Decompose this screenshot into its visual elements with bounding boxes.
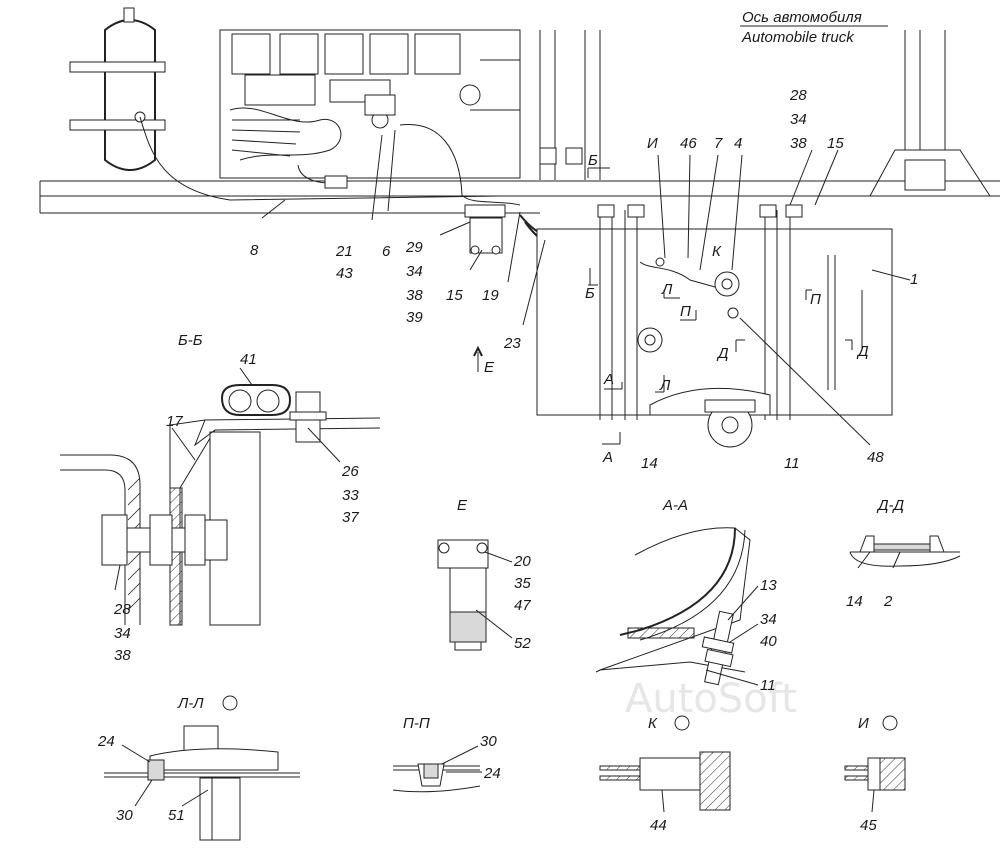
- section-bb-title: Б-Б: [178, 332, 203, 349]
- view-e-filter: Е 20 35 47 52: [437, 497, 531, 652]
- section-dd: Д-Д 14 2: [846, 497, 961, 610]
- aa-bolt-13: [701, 610, 735, 686]
- section-mark-L1: Л: [661, 281, 673, 298]
- aa-callout-40: 40: [760, 633, 777, 650]
- cable-8: [139, 116, 501, 201]
- callout-34: 34: [406, 263, 423, 280]
- callout-15-top: 15: [827, 135, 844, 152]
- section-ll: Л-Л 24 30 51: [97, 695, 300, 841]
- dd-callout-2: 2: [883, 593, 893, 610]
- callout-7: 7: [714, 135, 723, 152]
- section-i: И 45: [844, 715, 906, 834]
- e-callout-35: 35: [514, 575, 531, 592]
- view-e-title: Е: [457, 497, 468, 514]
- callout-19: 19: [482, 287, 499, 304]
- callout-15-low: 15: [446, 287, 463, 304]
- bb-callout-28: 28: [113, 601, 131, 618]
- ll-callout-24: 24: [97, 733, 115, 750]
- section-mark-P2: П: [810, 291, 821, 308]
- callout-48: 48: [867, 449, 884, 466]
- section-mark-D1: Д: [716, 345, 729, 362]
- section-ll-title: Л-Л: [177, 695, 204, 712]
- view-mark-E: Е: [484, 359, 495, 376]
- bb-bolt-head: [101, 514, 128, 566]
- axis-caption-en: Automobile truck: [741, 29, 855, 46]
- fuel-filter-bracket: [464, 204, 506, 255]
- fuel-tank-1: [536, 204, 893, 448]
- ll-callout-51: 51: [168, 807, 185, 824]
- callout-34-main: 34: [790, 111, 807, 128]
- aa-callout-11: 11: [760, 677, 776, 694]
- section-dd-title: Д-Д: [876, 497, 905, 514]
- callout-38-main: 38: [790, 135, 807, 152]
- section-k-title: К: [648, 715, 658, 732]
- k-callout-44: 44: [650, 817, 667, 834]
- section-aa-title: А-А: [662, 497, 688, 514]
- dd-callout-14: 14: [846, 593, 863, 610]
- bb-callout-33: 33: [342, 487, 359, 504]
- section-k: К 44: [599, 715, 731, 834]
- engine-assembly: [219, 29, 521, 179]
- e-callout-20: 20: [513, 553, 531, 570]
- callout-11: 11: [784, 455, 800, 472]
- cable-6: [399, 123, 521, 206]
- callout-46: 46: [680, 135, 697, 152]
- pp-callout-30: 30: [480, 733, 497, 750]
- callout-14: 14: [641, 455, 658, 472]
- section-i-title: И: [858, 715, 869, 732]
- callout-K: К: [712, 243, 722, 260]
- section-mark-A1: А: [603, 371, 614, 388]
- bb-callout-26: 26: [341, 463, 359, 480]
- i-callout-45: 45: [860, 817, 877, 834]
- bb-callout-38: 38: [114, 647, 131, 664]
- bb-callout-41: 41: [240, 351, 257, 368]
- connector: [324, 175, 348, 189]
- main-view: Ось автомобиля Automobile truck: [39, 7, 1000, 472]
- section-pp: П-П 30 24: [392, 715, 501, 793]
- section-bb: Б-Б 41 17 26 33 37 28 34 38: [60, 332, 381, 664]
- ll-rotation-symbol: [222, 695, 238, 711]
- ll-callout-30: 30: [116, 807, 133, 824]
- e-callout-52: 52: [514, 635, 531, 652]
- pp-callout-24: 24: [483, 765, 501, 782]
- section-mark-B-left: Б: [585, 285, 595, 302]
- callout-39: 39: [406, 309, 423, 326]
- bb-clamp-41: [220, 384, 292, 416]
- e-callout-47: 47: [514, 597, 531, 614]
- section-mark-L2: Л: [659, 377, 671, 394]
- section-mark-A2: А: [602, 449, 613, 466]
- callout-4: 4: [734, 135, 742, 152]
- callout-1: 1: [910, 271, 918, 288]
- callout-I: И: [647, 135, 658, 152]
- aa-callout-13: 13: [760, 577, 777, 594]
- cab-supports: [539, 30, 991, 197]
- leader-lines: [261, 129, 911, 446]
- k-rotation-symbol: [674, 715, 690, 731]
- section-markers: [473, 167, 853, 445]
- callout-43: 43: [336, 265, 353, 282]
- callout-28-main: 28: [789, 87, 807, 104]
- i-rotation-symbol: [882, 715, 898, 731]
- callout-21: 21: [335, 243, 353, 260]
- callout-23: 23: [503, 335, 521, 352]
- axis-caption-ru: Ось автомобиля: [742, 9, 862, 26]
- section-aa: А-А 13 34 40 11: [595, 497, 777, 694]
- section-mark-B-top: Б: [588, 152, 598, 169]
- section-pp-title: П-П: [403, 715, 430, 732]
- callout-38: 38: [406, 287, 423, 304]
- bb-callout-37: 37: [342, 509, 359, 526]
- callout-8: 8: [250, 242, 259, 259]
- callout-29: 29: [405, 239, 423, 256]
- section-mark-D2: Д: [856, 343, 869, 360]
- aa-callout-34: 34: [760, 611, 777, 628]
- bb-callout-17: 17: [166, 413, 183, 430]
- watermark-text: AutoSoft: [625, 676, 797, 722]
- section-mark-P1: П: [680, 303, 691, 320]
- callout-6: 6: [382, 243, 391, 260]
- left-hanger-bracket: [69, 7, 166, 171]
- bb-frame-contour: [60, 454, 141, 625]
- bb-callout-34: 34: [114, 625, 131, 642]
